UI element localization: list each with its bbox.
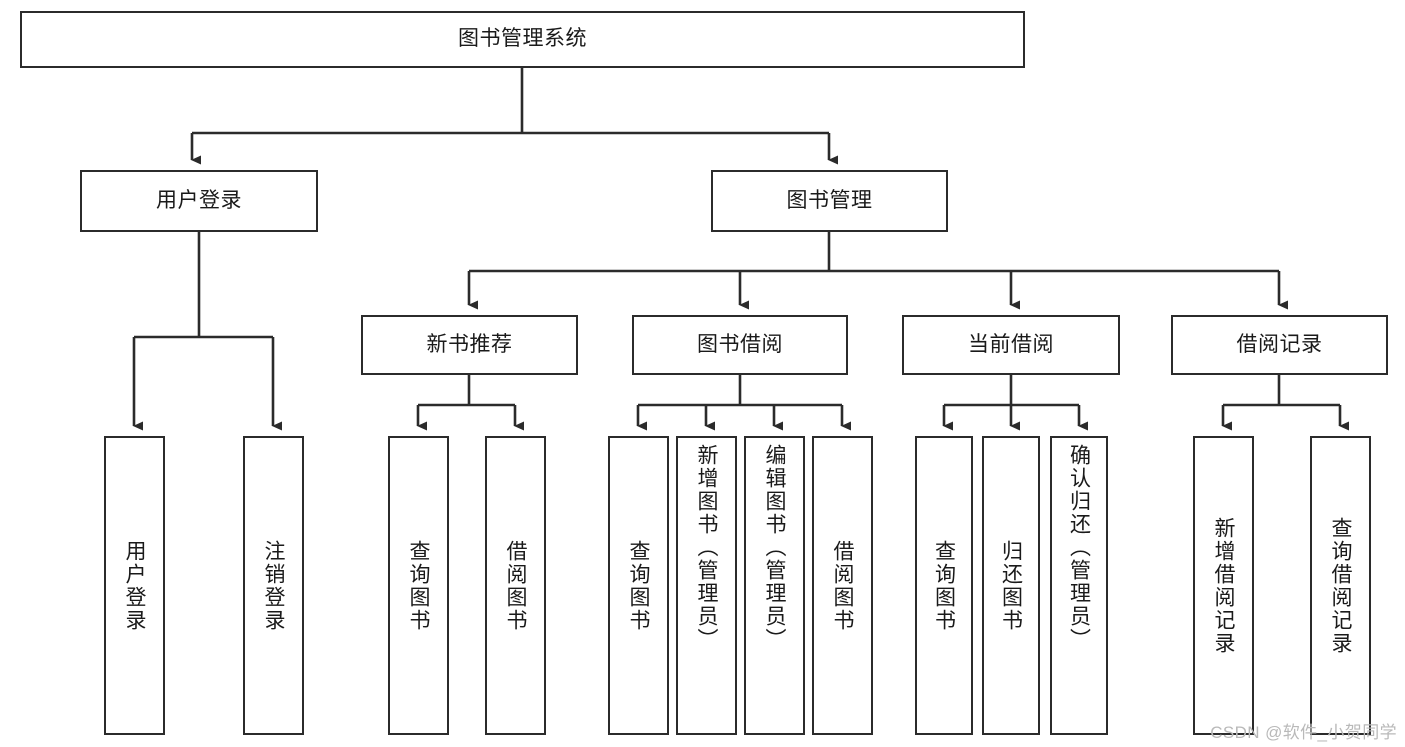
node-root-system[interactable]: 图书管理系统 — [20, 11, 1025, 68]
node-label: 借阅图书 — [831, 539, 854, 632]
node-current-borrow[interactable]: 当前借阅 — [902, 315, 1120, 375]
node-leaf-user-logout[interactable]: 注销登录 — [243, 436, 304, 735]
node-label: 新增图书（管理员） — [695, 444, 718, 651]
node-label: 查询借阅记录 — [1329, 516, 1352, 655]
node-leaf-add-book[interactable]: 新增图书（管理员） — [676, 436, 737, 735]
node-leaf-borrow-book-2[interactable]: 借阅图书 — [812, 436, 873, 735]
node-user-login[interactable]: 用户登录 — [80, 170, 318, 232]
node-label: 确认归还（管理员） — [1067, 444, 1091, 651]
node-label: 用户登录 — [156, 188, 242, 212]
node-label: 借阅记录 — [1236, 332, 1323, 356]
node-label: 新增借阅记录 — [1212, 516, 1235, 655]
node-new-book-rec[interactable]: 新书推荐 — [361, 315, 578, 375]
node-book-borrow[interactable]: 图书借阅 — [632, 315, 848, 375]
node-label: 图书管理系统 — [458, 27, 587, 51]
node-leaf-query-book-2[interactable]: 查询图书 — [608, 436, 669, 735]
node-label: 查询图书 — [932, 539, 956, 632]
node-label: 图书借阅 — [697, 332, 783, 356]
watermark-text: CSDN @软件_小贺同学 — [1210, 723, 1397, 742]
node-label: 图书管理 — [786, 188, 873, 212]
node-label: 注销登录 — [262, 539, 285, 632]
node-label: 当前借阅 — [968, 332, 1054, 356]
node-label: 借阅图书 — [504, 539, 527, 632]
node-label: 编辑图书（管理员） — [763, 444, 786, 651]
node-leaf-return-book[interactable]: 归还图书 — [982, 436, 1040, 735]
node-leaf-confirm-return[interactable]: 确认归还（管理员） — [1050, 436, 1108, 735]
node-label: 用户登录 — [123, 539, 146, 632]
node-label: 查询图书 — [407, 539, 430, 632]
node-leaf-query-record[interactable]: 查询借阅记录 — [1310, 436, 1371, 735]
node-book-manage[interactable]: 图书管理 — [711, 170, 948, 232]
node-label: 新书推荐 — [426, 332, 513, 356]
node-leaf-user-login[interactable]: 用户登录 — [104, 436, 165, 735]
node-leaf-query-book-3[interactable]: 查询图书 — [915, 436, 973, 735]
node-leaf-edit-book[interactable]: 编辑图书（管理员） — [744, 436, 805, 735]
node-leaf-query-book-1[interactable]: 查询图书 — [388, 436, 449, 735]
node-leaf-borrow-book-1[interactable]: 借阅图书 — [485, 436, 546, 735]
node-leaf-add-record[interactable]: 新增借阅记录 — [1193, 436, 1254, 735]
node-borrow-record[interactable]: 借阅记录 — [1171, 315, 1388, 375]
node-label: 查询图书 — [627, 539, 650, 632]
node-label: 归还图书 — [999, 539, 1023, 632]
